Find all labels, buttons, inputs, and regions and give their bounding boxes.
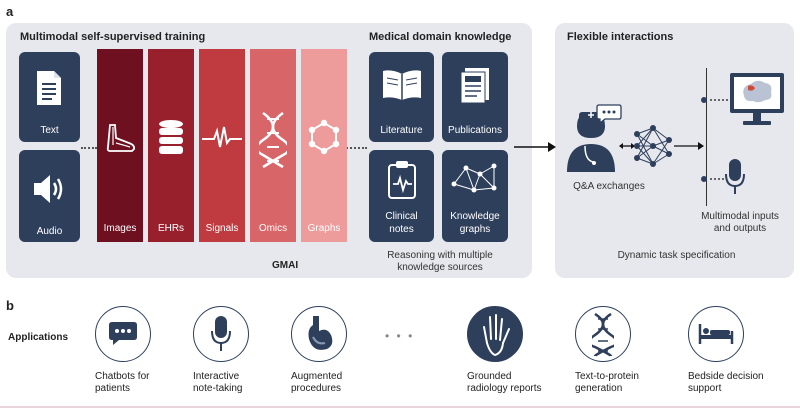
app-radiology-label: Grounded radiology reports: [467, 371, 562, 395]
app-procedures-line1: Augmented: [291, 371, 343, 382]
flexible-interactions-title: Flexible interactions: [567, 31, 674, 43]
gmai-label: GMAI: [272, 260, 299, 271]
app-bedside-circle: [688, 306, 744, 362]
input-audio-label: Audio: [36, 226, 63, 237]
app-chatbot-circle: [95, 306, 151, 362]
output-dots-bottom: [710, 178, 724, 180]
outputs-bracket-line: [706, 68, 707, 206]
app-protein-line2: generation: [575, 383, 623, 394]
knowledge-clinical-notes-line1: Clinical: [385, 211, 418, 222]
app-note-taking-circle: [193, 306, 249, 362]
modality-signals: Signals: [199, 49, 245, 242]
knowledge-graphs-line1: Knowledge: [450, 211, 500, 222]
stomach-icon: [308, 316, 333, 350]
foot-xray-icon: [106, 124, 136, 152]
modality-images-label: Images: [103, 223, 137, 234]
modality-graphs-label: Graphs: [307, 223, 341, 234]
app-note-taking-line1: Interactive: [193, 371, 240, 382]
app-procedures-label: Augmented procedures: [291, 371, 371, 395]
gmai-to-interactions-arrow: [514, 142, 556, 152]
app-protein-label: Text-to-protein generation: [575, 371, 670, 395]
app-chatbot-line2: patients: [95, 383, 131, 394]
training-title: Multimodal self-supervised training: [20, 31, 206, 43]
dna-icon: [259, 111, 287, 169]
input-text-box: Text: [19, 52, 80, 142]
multimodal-caption-line2: and outputs: [713, 223, 767, 234]
knowledge-publications-box: Publications: [442, 52, 508, 142]
hand-xray-icon: [483, 314, 510, 357]
graph-hexagon-icon: [308, 119, 340, 155]
modality-omics: Omics: [250, 49, 296, 242]
clipboard-ecg-icon: [388, 161, 416, 199]
chat-bubble-icon: [596, 104, 622, 124]
more-apps-ellipsis: • • •: [385, 329, 415, 343]
output-node-top: [701, 97, 707, 103]
knowledge-clinical-notes-box: Clinical notes: [369, 150, 434, 242]
panel-a-letter: a: [6, 4, 14, 19]
modality-graphs: Graphs: [301, 49, 347, 242]
hospital-bed-icon: [698, 324, 734, 344]
knowledge-title: Medical domain knowledge: [369, 31, 512, 43]
connector-dots-left: [81, 147, 97, 149]
app-procedures-circle: [291, 306, 347, 362]
app-radiology-line2: radiology reports: [467, 383, 542, 394]
qa-caption: Q&A exchanges: [573, 181, 645, 192]
modality-omics-label: Omics: [258, 223, 288, 234]
database-icon: [159, 120, 183, 154]
double-arrow-icon: [619, 143, 635, 149]
connector-dots-right: [343, 147, 367, 149]
modality-images: Images: [97, 49, 143, 242]
modality-signals-label: Signals: [205, 223, 239, 234]
book-icon: [383, 70, 421, 100]
app-procedures-line2: procedures: [291, 383, 342, 394]
input-audio-box: Audio: [19, 150, 80, 242]
app-radiology-circle: [467, 306, 523, 362]
to-outputs-arrow: [674, 142, 704, 150]
knowledge-literature-label: Literature: [380, 125, 423, 136]
dynamic-task-caption: Dynamic task specification: [617, 250, 736, 261]
app-protein-line1: Text-to-protein: [575, 371, 639, 382]
bottom-divider: [0, 406, 800, 408]
multimodal-caption-line1: Multimodal inputs: [701, 211, 779, 222]
applications-title: Applications: [8, 332, 69, 343]
microphone-icon: [725, 159, 745, 194]
app-bedside-label: Bedside decision support: [688, 371, 788, 395]
newspaper-icon: [460, 68, 489, 104]
app-radiology-line1: Grounded: [467, 371, 512, 382]
dna-icon: [592, 313, 614, 357]
app-chatbot-line1: Chatbots for: [95, 371, 150, 382]
reasoning-caption-line1: Reasoning with multiple: [387, 250, 493, 261]
app-chatbot-label: Chatbots for patients: [95, 371, 175, 395]
neural-network-icon: [634, 125, 672, 167]
knowledge-literature-box: Literature: [369, 52, 434, 142]
output-node-bottom: [701, 176, 707, 182]
app-note-taking-line2: note-taking: [193, 383, 243, 394]
document-icon: [37, 71, 61, 105]
monitor-brain-icon: [730, 73, 784, 125]
panel-b-letter: b: [6, 298, 14, 313]
network-icon: [451, 163, 497, 193]
app-protein-circle: [575, 306, 631, 362]
app-bedside-line1: Bedside decision: [688, 371, 764, 382]
input-text-label: Text: [40, 125, 59, 136]
app-note-taking-label: Interactive note-taking: [193, 371, 273, 395]
reasoning-caption: Reasoning with multiple knowledge source…: [360, 250, 520, 274]
knowledge-clinical-notes-line2: notes: [389, 224, 414, 235]
chat-bubble-icon: [109, 322, 137, 345]
speaker-icon: [34, 175, 63, 203]
waveform-icon: [202, 126, 242, 148]
app-bedside-line2: support: [688, 383, 722, 394]
knowledge-graphs-box: Knowledge graphs: [442, 150, 508, 242]
output-dots-top: [710, 99, 728, 101]
multimodal-caption: Multimodal inputs and outputs: [690, 211, 790, 235]
reasoning-caption-line2: knowledge sources: [397, 262, 483, 273]
knowledge-graphs-line2: graphs: [459, 224, 491, 235]
knowledge-publications-label: Publications: [448, 125, 502, 136]
modality-ehrs: EHRs: [148, 49, 194, 242]
microphone-icon: [211, 316, 231, 351]
modality-ehrs-label: EHRs: [157, 223, 185, 234]
